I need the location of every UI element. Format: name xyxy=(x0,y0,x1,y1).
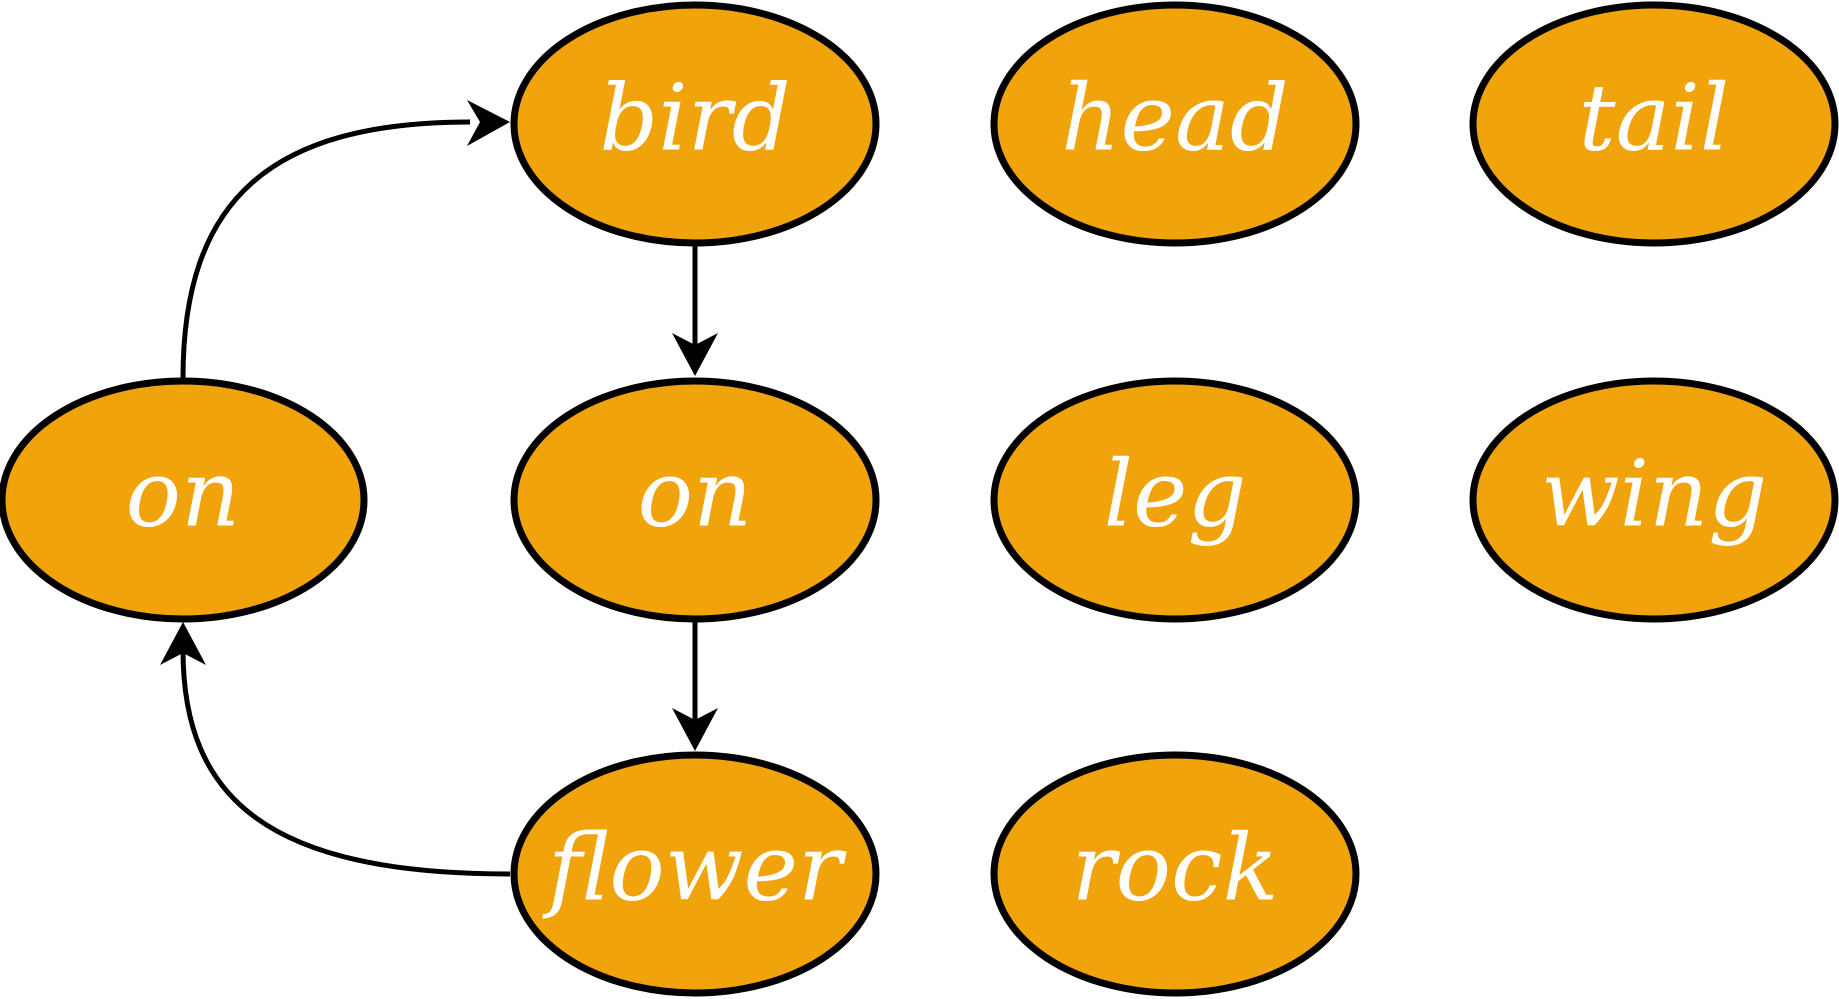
node-on-center-label: on xyxy=(638,441,753,548)
node-on-center: on xyxy=(510,377,880,623)
edges xyxy=(160,100,718,877)
node-flower-label: flower xyxy=(542,815,847,922)
node-tail: tail xyxy=(1469,1,1839,247)
node-on-left-label: on xyxy=(126,441,241,548)
node-head-label: head xyxy=(1061,65,1288,172)
node-wing: wing xyxy=(1469,377,1839,623)
node-bird-label: bird xyxy=(599,65,790,172)
edge-on-center-to-flower xyxy=(672,622,718,751)
edge-on-left-to-bird xyxy=(180,100,510,379)
node-flower-shape xyxy=(510,751,880,997)
node-tail-label: tail xyxy=(1579,65,1730,172)
node-wing-shape xyxy=(1469,377,1839,623)
node-wing-label: wing xyxy=(1541,441,1767,548)
node-on-center-shape xyxy=(510,377,880,623)
node-tail-shape xyxy=(1469,1,1839,247)
node-bird-shape xyxy=(510,1,880,247)
edge-bird-to-on-center xyxy=(672,246,718,376)
node-bird: bird xyxy=(510,1,880,247)
node-on-left-shape xyxy=(0,377,368,623)
node-flower: flower xyxy=(510,751,880,997)
node-rock-label: rock xyxy=(1072,815,1279,922)
node-leg-shape xyxy=(990,377,1360,623)
node-rock-shape xyxy=(990,751,1360,997)
node-head-shape xyxy=(990,1,1360,247)
node-on-left: on xyxy=(0,377,368,623)
node-rock: rock xyxy=(990,751,1360,997)
node-leg-label: leg xyxy=(1104,441,1247,548)
node-head: head xyxy=(990,1,1360,247)
edge-flower-to-on-left xyxy=(160,622,511,877)
node-leg: leg xyxy=(990,377,1360,623)
